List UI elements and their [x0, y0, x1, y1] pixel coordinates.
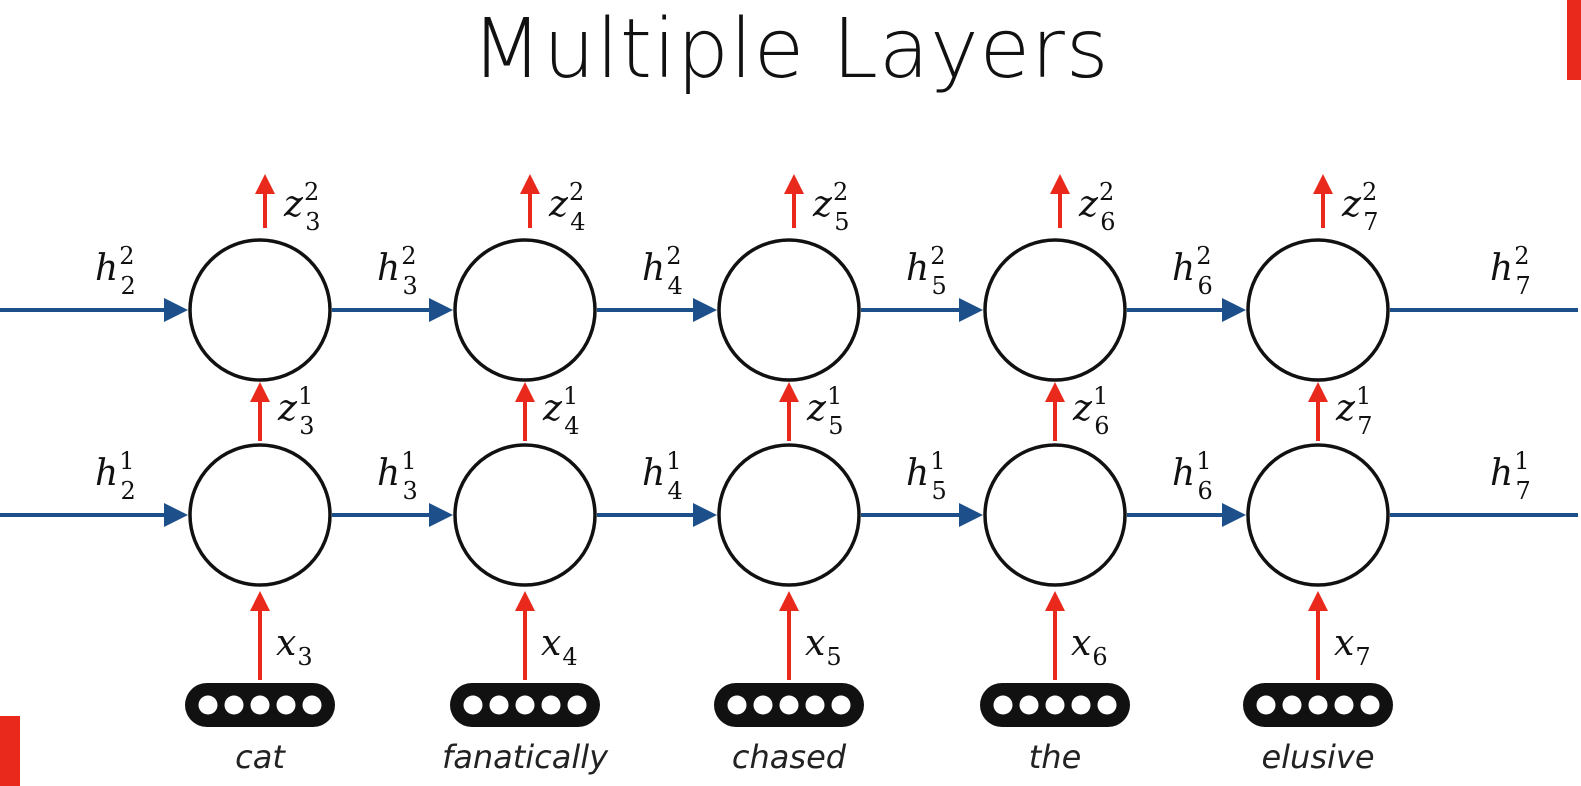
input-label-x-4: x7: [1334, 623, 1371, 671]
embedding-dot-4-4: [1360, 695, 1380, 715]
arrows-group: [0, 174, 1578, 680]
embedding-dot-3-1: [1019, 695, 1039, 715]
nodes-group: [185, 238, 1393, 727]
embedding-dot-0-0: [198, 695, 218, 715]
rnn-cell-layer1-1: [453, 443, 597, 587]
embedding-dot-4-1: [1282, 695, 1302, 715]
embedding-dot-3-4: [1097, 695, 1117, 715]
embedding-dot-1-3: [541, 695, 561, 715]
embedding-dot-3-0: [993, 695, 1013, 715]
rnn-cell-layer2-1: [453, 238, 597, 382]
embedding-dot-2-3: [805, 695, 825, 715]
embedding-dot-3-3: [1071, 695, 1091, 715]
rnn-cell-layer2-0: [188, 238, 332, 382]
embedding-dot-2-2: [779, 695, 799, 715]
input-label-x-2: x5: [805, 623, 842, 671]
input-label-x-3: x6: [1071, 623, 1108, 671]
embedding-dot-0-1: [224, 695, 244, 715]
input-word-0: cat: [235, 738, 286, 776]
rnn-cell-layer2-2: [717, 238, 861, 382]
embedding-dot-2-4: [831, 695, 851, 715]
rnn-cell-layer1-2: [717, 443, 861, 587]
embedding-dot-2-0: [727, 695, 747, 715]
input-word-3: the: [1029, 738, 1082, 776]
input-label-x-0: x3: [276, 623, 313, 671]
embedding-dot-1-1: [489, 695, 509, 715]
rnn-cell-layer1-4: [1246, 443, 1390, 587]
input-word-1: fanatically: [442, 738, 609, 776]
slide-title: Multiple Layers: [471, 2, 1110, 97]
embedding-dot-4-2: [1308, 695, 1328, 715]
accent-bar-top-right: [1567, 0, 1581, 80]
rnn-cell-layer1-3: [983, 443, 1127, 587]
accent-bar-bottom-left: [0, 716, 20, 786]
input-word-4: elusive: [1261, 738, 1374, 776]
rnn-cell-layer2-3: [983, 238, 1127, 382]
embedding-dot-1-4: [567, 695, 587, 715]
embedding-dot-2-1: [753, 695, 773, 715]
embedding-dot-0-2: [250, 695, 270, 715]
input-label-x-1: x4: [541, 623, 578, 671]
input-word-2: chased: [732, 738, 847, 776]
embedding-dot-0-3: [276, 695, 296, 715]
embedding-dot-4-0: [1256, 695, 1276, 715]
embedding-dot-4-3: [1334, 695, 1354, 715]
embedding-dot-3-2: [1045, 695, 1065, 715]
rnn-cell-layer2-4: [1246, 238, 1390, 382]
embedding-dot-0-4: [302, 695, 322, 715]
rnn-cell-layer1-0: [188, 443, 332, 587]
embedding-dot-1-2: [515, 695, 535, 715]
embedding-dot-1-0: [463, 695, 483, 715]
